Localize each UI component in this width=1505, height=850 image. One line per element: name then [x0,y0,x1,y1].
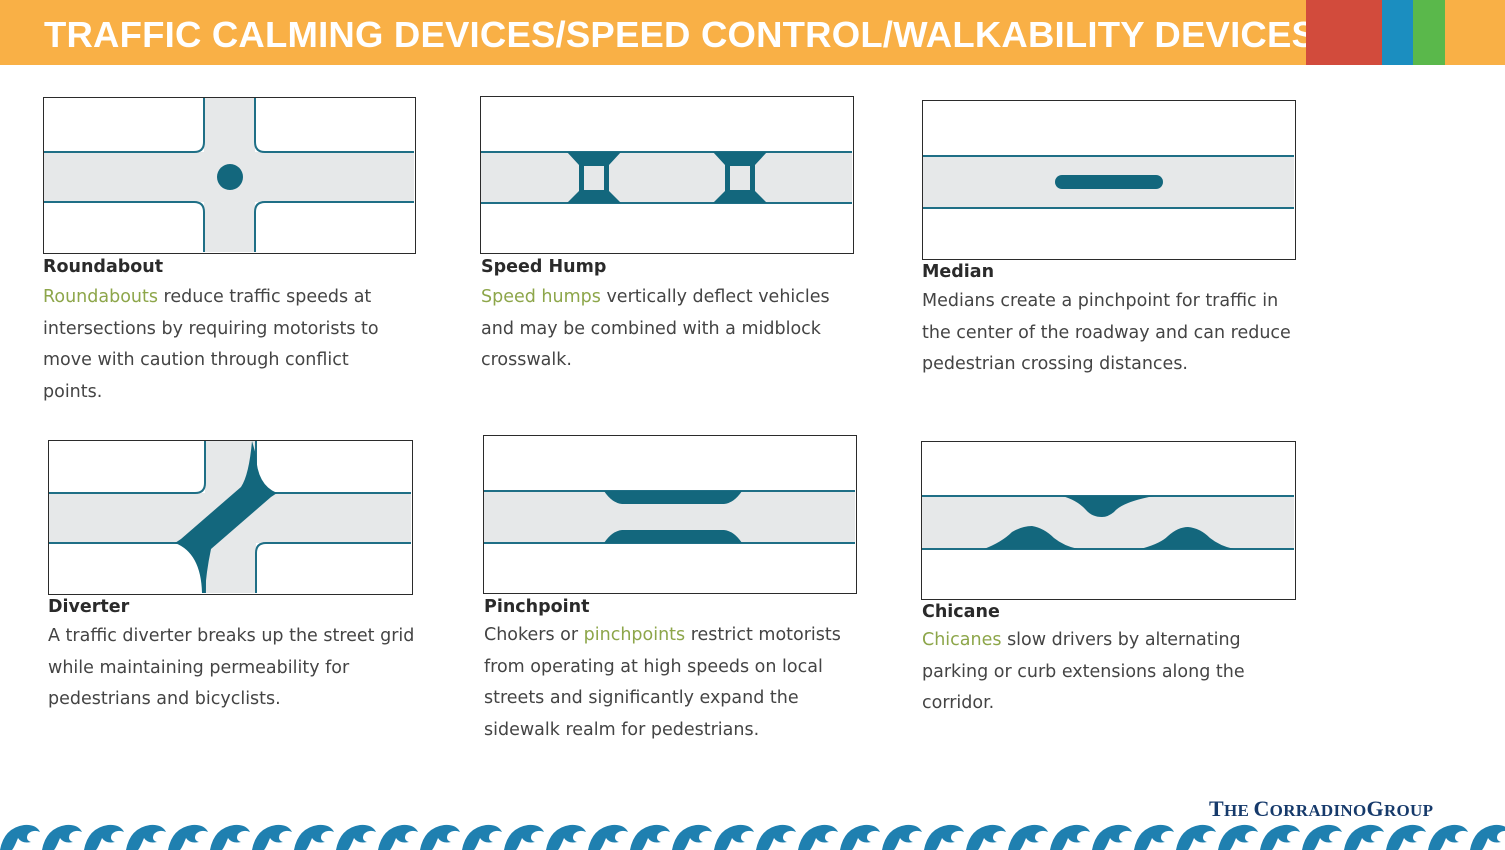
roundabout-description: Roundabouts reduce traffic speeds at int… [43,282,413,408]
chicane-title: Chicane [922,602,1000,622]
chicane-description: Chicanes slow drivers by alternating par… [922,625,1292,720]
pinchpoint-text: restrict motorists from operating at hig… [484,625,841,740]
accent-stripe-blue [1382,0,1413,65]
accent-stripe-red [1306,0,1382,65]
pinchpoint-text-start: Chokers or [484,625,584,645]
chicane-link[interactable]: Chicanes [922,630,1002,650]
speed-hump-diagram [480,96,854,254]
accent-stripe-orange [1445,0,1505,65]
roundabout-title: Roundabout [43,257,164,277]
chicane-text: slow drivers by alternating parking or c… [922,630,1245,713]
speed-hump-description: Speed humps vertically deflect vehicles … [481,282,861,377]
diverter-title: Diverter [48,597,130,617]
corradino-group-logo: THE CORRADINOGROUP [1209,796,1434,821]
roundabout-link[interactable]: Roundabouts [43,287,158,307]
median-description: Medians create a pinchpoint for traffic … [922,286,1297,381]
diverter-text: A traffic diverter breaks up the street … [48,626,415,709]
roundabout-diagram [43,97,416,254]
accent-stripe-green [1413,0,1445,65]
roundabout-text: reduce traffic speeds at intersections b… [43,287,379,402]
speed-hump-link[interactable]: Speed humps [481,287,601,307]
wave-border [0,818,1505,850]
median-text: Medians create a pinchpoint for traffic … [922,291,1291,374]
chicane-diagram [921,441,1296,600]
pinchpoint-title: Pinchpoint [484,597,590,617]
pinchpoint-link[interactable]: pinchpoints [583,625,686,645]
page-title: TRAFFIC CALMING DEVICES/SPEED CONTROL/WA… [44,14,1317,55]
pinchpoint-description: Chokers or pinchpoints restrict motorist… [484,620,864,746]
speed-hump-text: vertically deflect vehicles and may be c… [481,287,830,370]
median-title: Median [922,262,995,282]
pinchpoint-diagram [483,435,857,594]
median-diagram [922,100,1296,260]
header-bar [0,0,1505,65]
diverter-description: A traffic diverter breaks up the street … [48,621,418,716]
speed-hump-title: Speed Hump [481,257,607,277]
diverter-diagram [48,440,413,595]
